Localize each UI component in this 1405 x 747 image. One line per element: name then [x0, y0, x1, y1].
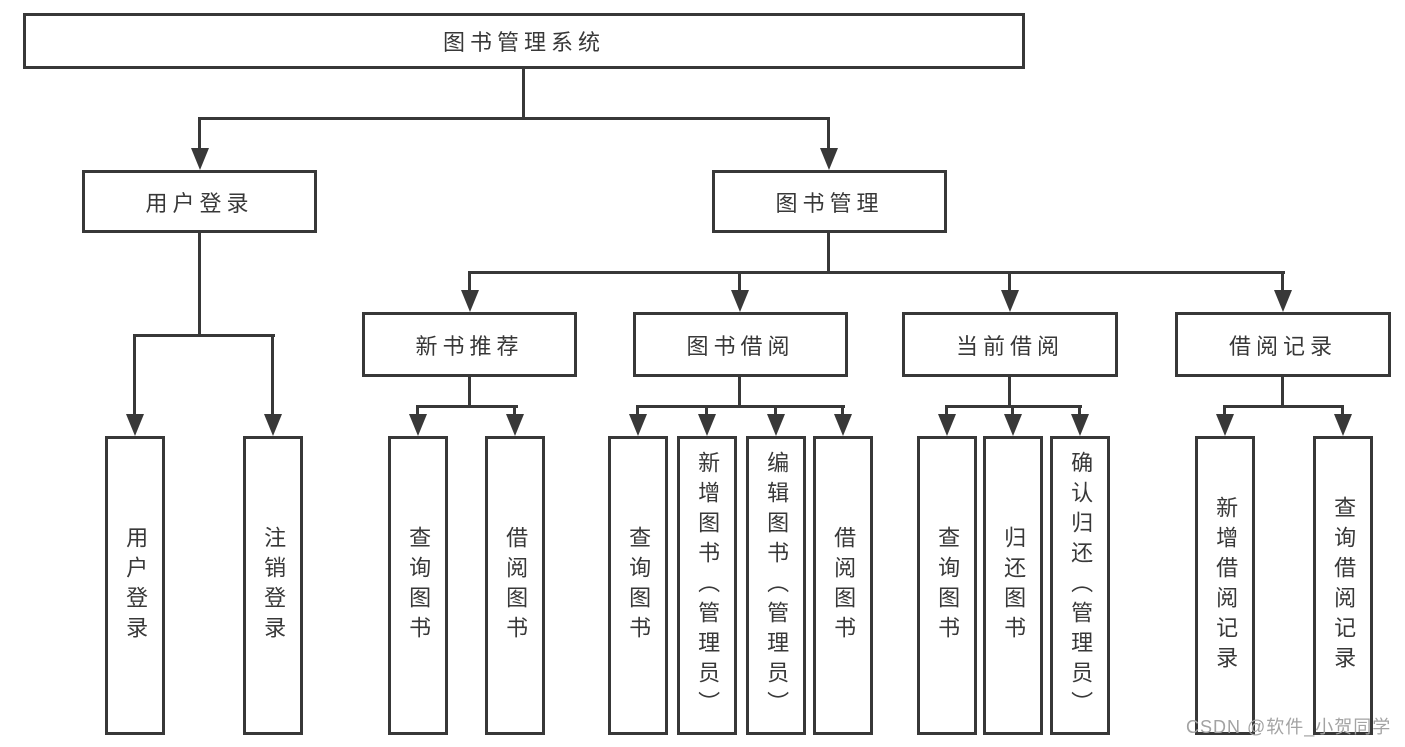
node-query-books-recommend-label: 查询图书: [406, 525, 432, 646]
node-confirm-return-admin: 确认归还（管理员）: [1050, 436, 1110, 735]
arrow-down-icon: [1274, 290, 1292, 312]
node-book-borrowing-label: 图书借阅: [686, 333, 795, 359]
arrow-down-icon: [938, 414, 956, 436]
node-query-books-borrowing: 查询图书: [608, 436, 668, 735]
node-user-login-leaf: 用户登录: [105, 436, 165, 735]
connector-borrowing-drop-3: [774, 405, 777, 414]
node-user-login-leaf-label: 用户登录: [123, 525, 149, 646]
node-book-management: 图书管理: [712, 170, 947, 233]
connector-current-drop-1: [945, 405, 948, 414]
node-add-borrow-record-label: 新增借阅记录: [1213, 495, 1239, 676]
node-new-book-recommendation: 新书推荐: [362, 312, 577, 377]
connector-new-book-drop-1: [416, 405, 419, 414]
node-edit-books-admin-label: 编辑图书（管理员）: [764, 450, 790, 721]
node-borrow-books-recommend-label: 借阅图书: [503, 525, 529, 646]
node-user-login: 用户登录: [82, 170, 317, 233]
connector-new-book-drop-2: [513, 405, 516, 414]
arrow-down-icon: [731, 290, 749, 312]
node-query-books-borrowing-label: 查询图书: [626, 525, 652, 646]
node-new-book-recommendation-label: 新书推荐: [415, 333, 524, 359]
node-borrowing-records: 借阅记录: [1175, 312, 1391, 377]
node-current-borrowing-label: 当前借阅: [955, 333, 1064, 359]
connector-root-drop-left: [198, 117, 201, 150]
arrow-down-icon: [191, 148, 209, 170]
arrow-down-icon: [1216, 414, 1234, 436]
node-current-borrowing: 当前借阅: [902, 312, 1118, 377]
connector-borrowing-drop-4: [841, 405, 844, 414]
node-confirm-return-admin-label: 确认归还（管理员）: [1068, 450, 1094, 721]
node-return-books: 归还图书: [983, 436, 1043, 735]
node-add-books-admin-label: 新增图书（管理员）: [695, 450, 721, 721]
connector-new-book-stem: [468, 377, 471, 408]
node-query-books-recommend: 查询图书: [388, 436, 448, 735]
arrow-down-icon: [409, 414, 427, 436]
connector-book-management-drop-1: [468, 271, 471, 292]
connector-user-login-rail: [133, 334, 275, 337]
connector-book-management-rail: [468, 271, 1285, 274]
arrow-down-icon: [1004, 414, 1022, 436]
connector-borrowing-rail: [636, 405, 845, 408]
node-return-books-label: 归还图书: [1001, 525, 1027, 646]
connector-borrowing-drop-1: [636, 405, 639, 414]
watermark-text: CSDN @软件_小贺同学: [1186, 717, 1392, 737]
arrow-down-icon: [698, 414, 716, 436]
arrow-down-icon: [126, 414, 144, 436]
connector-book-management-drop-4: [1281, 271, 1284, 292]
arrow-down-icon: [264, 414, 282, 436]
connector-root-stem: [522, 69, 525, 119]
node-user-login-label: 用户登录: [145, 190, 254, 216]
node-library-management-system-label: 图书管理系统: [442, 30, 605, 55]
connector-current-drop-3: [1078, 405, 1081, 414]
arrow-down-icon: [1334, 414, 1352, 436]
node-borrow-books-recommend: 借阅图书: [485, 436, 545, 735]
connector-current-drop-2: [1011, 405, 1014, 414]
node-borrowing-records-label: 借阅记录: [1228, 333, 1337, 359]
node-library-management-system: 图书管理系统: [23, 13, 1025, 69]
arrow-down-icon: [461, 290, 479, 312]
arrow-down-icon: [1071, 414, 1089, 436]
connector-records-drop-1: [1223, 405, 1226, 414]
node-edit-books-admin: 编辑图书（管理员）: [746, 436, 806, 735]
connector-root-drop-right: [827, 117, 830, 150]
connector-user-login-stem: [198, 233, 201, 337]
connector-records-stem: [1281, 377, 1284, 408]
connector-records-rail: [1223, 405, 1344, 408]
connector-new-book-rail: [416, 405, 518, 408]
node-add-books-admin: 新增图书（管理员）: [677, 436, 737, 735]
node-book-management-label: 图书管理: [775, 190, 884, 216]
node-logout: 注销登录: [243, 436, 303, 735]
connector-records-drop-2: [1341, 405, 1344, 414]
node-add-borrow-record: 新增借阅记录: [1195, 436, 1255, 735]
connector-current-stem: [1008, 377, 1011, 408]
node-query-books-current: 查询图书: [917, 436, 977, 735]
arrow-down-icon: [834, 414, 852, 436]
node-book-borrowing: 图书借阅: [633, 312, 848, 377]
arrow-down-icon: [506, 414, 524, 436]
connector-user-login-drop-2: [271, 334, 274, 416]
connector-user-login-drop-1: [133, 334, 136, 416]
node-borrow-books-borrowing-label: 借阅图书: [831, 525, 857, 646]
arrow-down-icon: [629, 414, 647, 436]
node-borrow-books-borrowing: 借阅图书: [813, 436, 873, 735]
node-logout-label: 注销登录: [261, 525, 287, 646]
arrow-down-icon: [1001, 290, 1019, 312]
connector-book-management-drop-2: [738, 271, 741, 292]
node-query-books-current-label: 查询图书: [935, 525, 961, 646]
node-query-borrow-record-label: 查询借阅记录: [1331, 495, 1357, 676]
connector-book-management-stem: [827, 233, 830, 274]
node-query-borrow-record: 查询借阅记录: [1313, 436, 1373, 735]
arrow-down-icon: [820, 148, 838, 170]
connector-root-rail: [198, 117, 830, 120]
connector-borrowing-drop-2: [705, 405, 708, 414]
connector-book-management-drop-3: [1008, 271, 1011, 292]
arrow-down-icon: [767, 414, 785, 436]
connector-borrowing-stem: [738, 377, 741, 408]
